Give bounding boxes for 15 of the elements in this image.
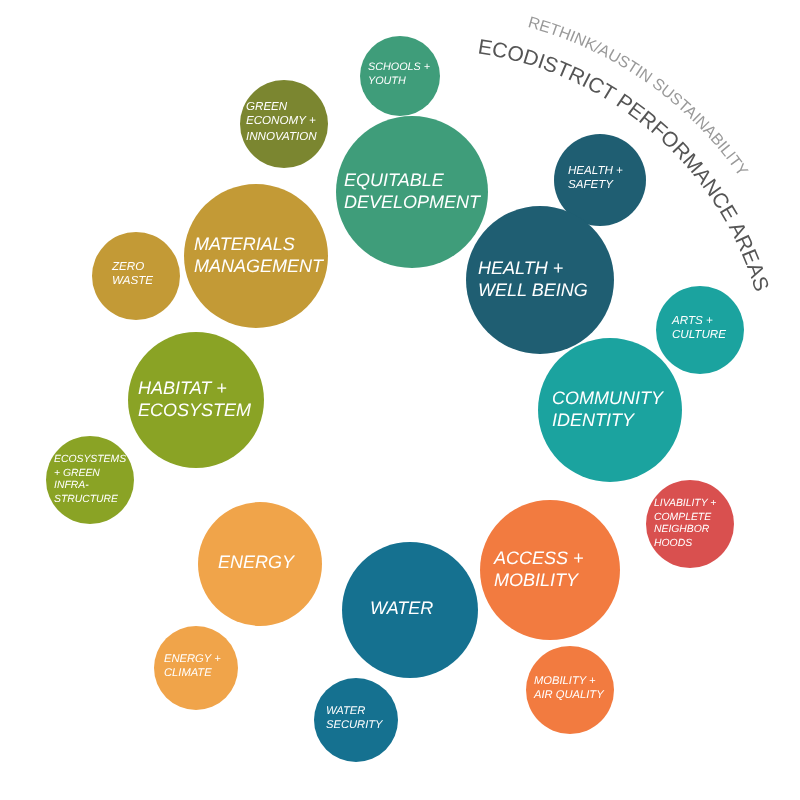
area-circle bbox=[314, 678, 398, 762]
area-circle bbox=[360, 36, 440, 116]
area-label: ACCESS + MOBILITY bbox=[494, 547, 586, 593]
area-circle bbox=[46, 436, 134, 524]
area-circle bbox=[646, 480, 734, 568]
area-circle bbox=[154, 626, 238, 710]
area-label: HABITAT + ECOSYSTEM bbox=[138, 377, 254, 423]
area-label: WATER bbox=[370, 598, 436, 622]
area-circle bbox=[92, 232, 180, 320]
area-circle bbox=[526, 646, 614, 734]
area-label: ENERGY bbox=[218, 552, 297, 576]
area-label: EQUITABLE DEVELOPMENT bbox=[344, 169, 480, 215]
area-label: HEALTH + WELL BEING bbox=[478, 257, 590, 303]
area-circle bbox=[240, 80, 328, 168]
area-label: COMMUNITY IDENTITY bbox=[552, 387, 666, 433]
